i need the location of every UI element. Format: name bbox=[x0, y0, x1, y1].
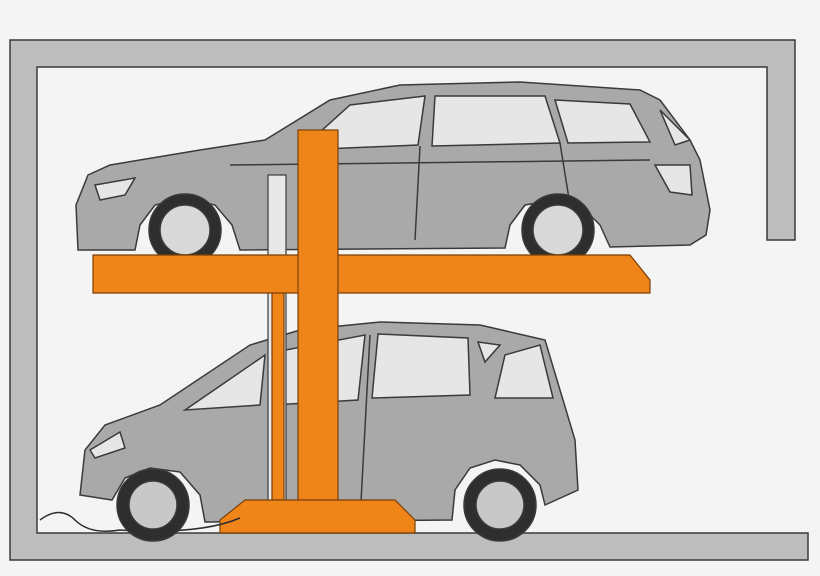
lower-car-front-rim bbox=[128, 480, 178, 530]
parking-lift bbox=[39, 129, 651, 534]
lift-base bbox=[219, 499, 416, 534]
upper-car-headlight bbox=[94, 176, 137, 201]
upper-car bbox=[75, 81, 711, 267]
lift-platform bbox=[92, 254, 651, 294]
lower-car-rear-rim bbox=[475, 480, 525, 530]
lift-post bbox=[297, 129, 339, 506]
garage-wall bbox=[9, 39, 809, 561]
upper-car-taillight bbox=[653, 164, 693, 196]
upper-car-door-line bbox=[414, 145, 421, 241]
upper-car-front-rim bbox=[159, 204, 211, 256]
power-cable bbox=[39, 511, 241, 532]
lower-car-headlight bbox=[88, 430, 126, 459]
hydraulic-rod bbox=[271, 259, 285, 501]
garage-frame bbox=[9, 39, 809, 561]
lower-car-door-line bbox=[359, 334, 371, 521]
upper-car-rear-rim bbox=[532, 204, 584, 256]
upper-car-door-line bbox=[559, 142, 571, 206]
